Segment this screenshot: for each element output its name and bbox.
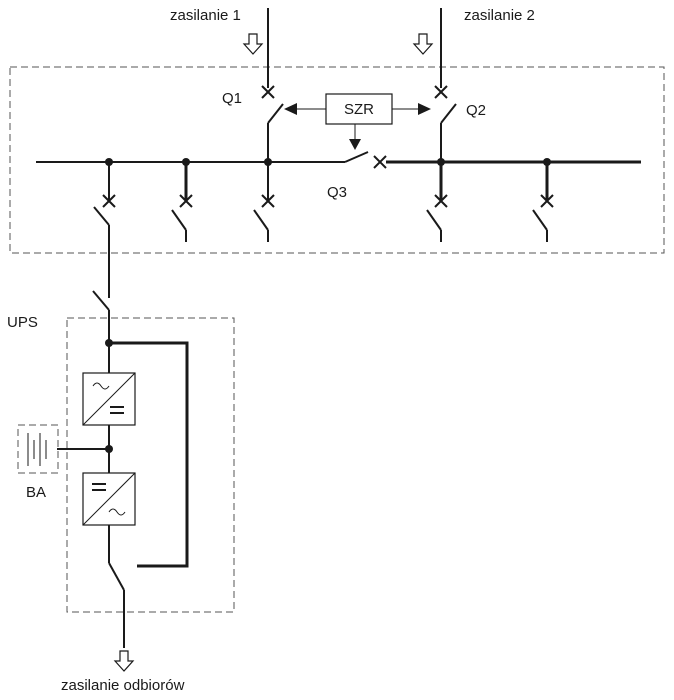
loads-label: zasilanie odbiorów xyxy=(61,677,185,694)
battery-frame xyxy=(17,424,59,474)
ac-wave-icon xyxy=(92,382,110,390)
supply-2-label: zasilanie 2 xyxy=(464,7,535,24)
supply-2-arrow-icon xyxy=(412,33,434,55)
dc-equals-icon xyxy=(92,483,106,491)
q2-label: Q2 xyxy=(466,102,486,119)
q2-breaker[interactable] xyxy=(434,85,457,162)
szr-box xyxy=(325,93,393,125)
feeder-breaker-3[interactable] xyxy=(253,162,275,242)
szr-to-q3-arrow-icon xyxy=(349,139,361,150)
inverter-block xyxy=(82,472,136,526)
dc-equals-icon xyxy=(110,406,124,414)
supply-1-label: zasilanie 1 xyxy=(170,7,241,24)
szr-to-q2-arrow-icon xyxy=(418,103,431,115)
switchgear-frame xyxy=(9,66,665,254)
ac-wave-icon xyxy=(108,508,126,516)
szr-to-q1-arrow-icon xyxy=(284,103,297,115)
szr-label: SZR xyxy=(344,101,374,118)
feeder-breaker-2[interactable] xyxy=(171,162,193,242)
feeder-breaker-5[interactable] xyxy=(532,162,554,242)
feeder-breaker-1[interactable] xyxy=(93,162,116,258)
battery-icon xyxy=(27,433,47,466)
load-arrow-icon xyxy=(113,650,135,672)
ups-output-switch[interactable] xyxy=(108,562,125,648)
q3-label: Q3 xyxy=(327,184,347,201)
battery-label: BA xyxy=(26,484,46,501)
supply-1-arrow-icon xyxy=(242,33,264,55)
q1-label: Q1 xyxy=(222,90,242,107)
q3-coupler-breaker[interactable] xyxy=(344,151,387,169)
rectifier-block xyxy=(82,372,136,426)
ups-input-switch[interactable] xyxy=(92,290,110,343)
feeder-breaker-4[interactable] xyxy=(426,162,448,242)
q1-breaker[interactable] xyxy=(261,85,284,162)
ups-label: UPS xyxy=(7,314,38,331)
ups-frame xyxy=(66,317,235,613)
bypass-line xyxy=(109,341,189,568)
